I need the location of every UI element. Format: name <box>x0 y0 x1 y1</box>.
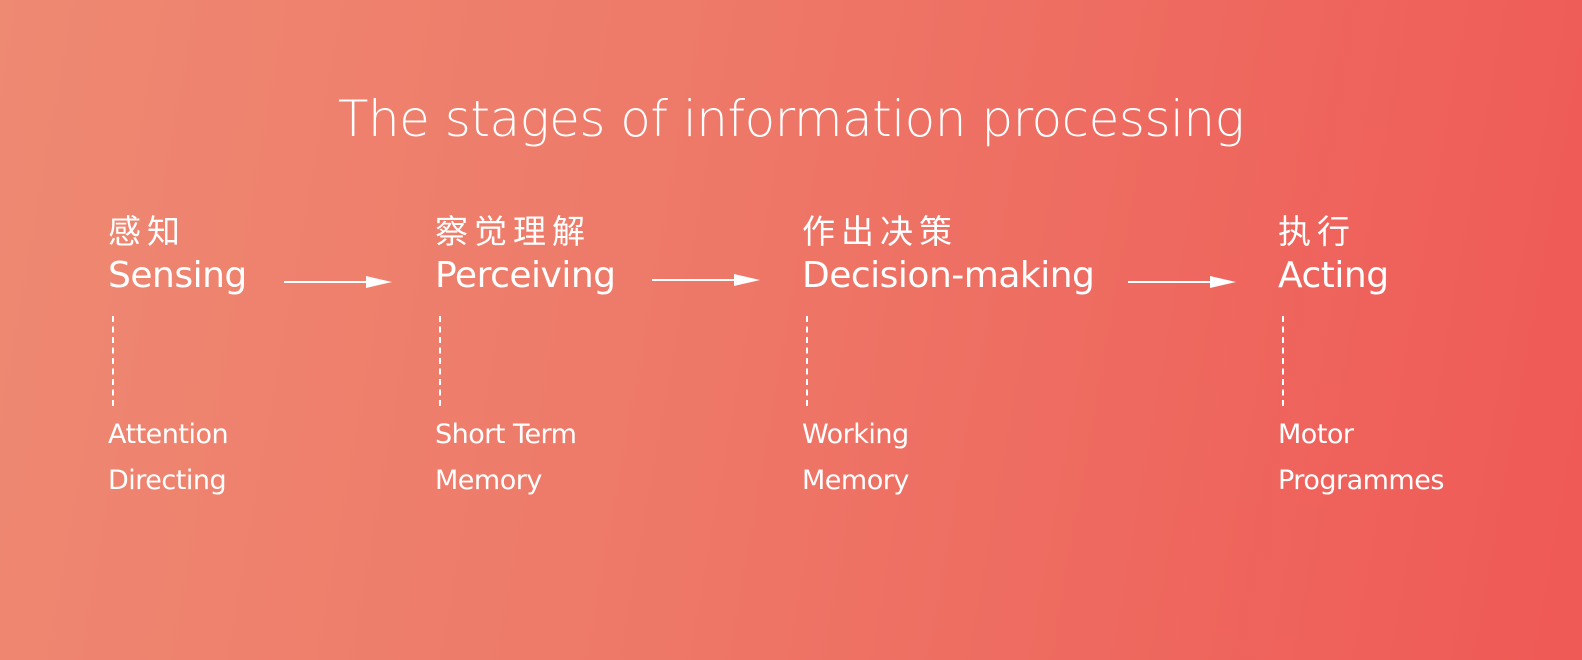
dashed-connector <box>439 316 441 406</box>
dashed-connector <box>1282 316 1284 406</box>
stage-chinese-label: 察觉理解 <box>435 212 591 251</box>
sublabel-line-1: Working <box>802 419 909 450</box>
diagram-title: The stages of information processing <box>337 90 1245 148</box>
arrow-icon <box>284 276 392 288</box>
stage-english-label: Sensing <box>108 255 247 296</box>
stage-english-label: Acting <box>1278 255 1389 296</box>
sublabel-line-1: Short Term <box>435 419 577 450</box>
dashed-connector <box>112 316 114 406</box>
sublabel-line-2: Directing <box>108 465 227 496</box>
sublabel-line-1: Motor <box>1278 419 1354 450</box>
dashed-connector <box>806 316 808 406</box>
sublabel-line-1: Attention <box>108 419 229 450</box>
arrow-icon <box>1128 276 1236 288</box>
sublabel-line-2: Programmes <box>1278 465 1444 496</box>
stage-chinese-label: 作出决策 <box>802 212 958 251</box>
sublabel-line-2: Memory <box>802 465 909 496</box>
arrow-icon <box>652 274 760 286</box>
stage-english-label: Decision-making <box>802 255 1095 296</box>
stage-english-label: Perceiving <box>435 255 616 296</box>
stage-chinese-label: 执行 <box>1278 212 1356 251</box>
sublabel-line-2: Memory <box>435 465 542 496</box>
stage-chinese-label: 感知 <box>108 212 186 251</box>
